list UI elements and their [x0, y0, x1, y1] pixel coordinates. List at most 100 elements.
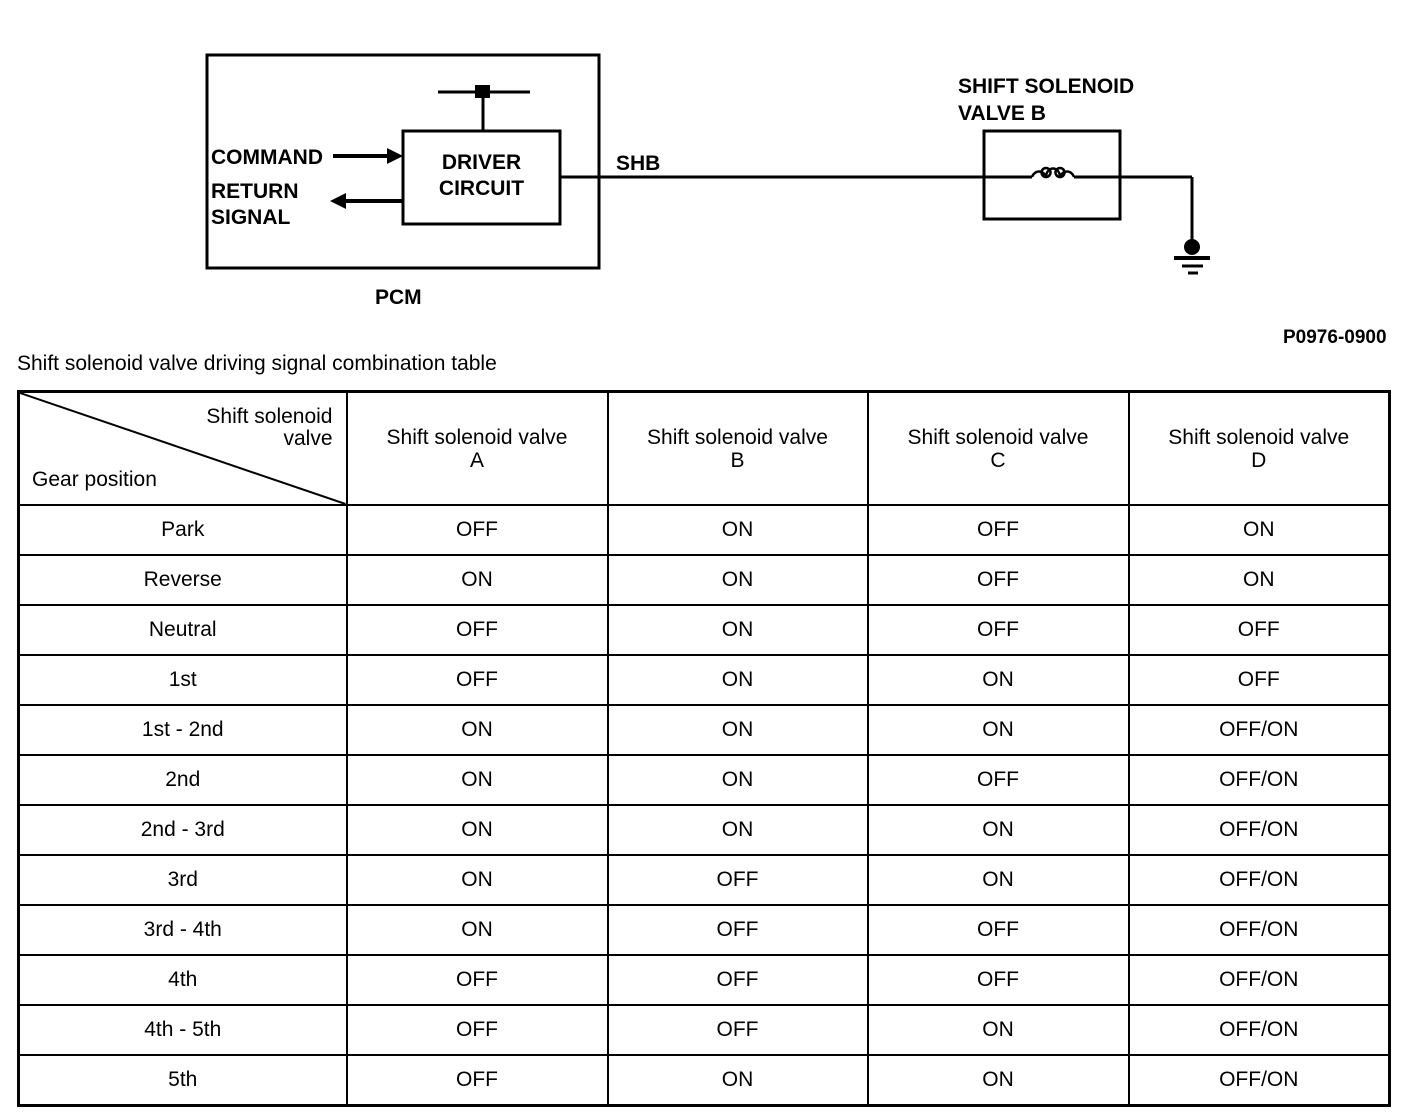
driver-circuit-label-line1: DRIVER [441, 151, 522, 174]
valve-d-state: OFF/ON [1127, 1054, 1391, 1106]
valve-d-state: ON [1127, 554, 1391, 606]
solenoid-coil-icon [1030, 166, 1076, 179]
gear-position-cell: 4th - 5th [17, 1004, 348, 1056]
valve-b-state: ON [606, 654, 869, 706]
valve-c-state: ON [866, 1004, 1130, 1056]
valve-a-state: OFF [345, 654, 609, 706]
pcm-label: PCM [375, 286, 422, 309]
valve-a-state: ON [345, 804, 609, 856]
gear-position-cell: 4th [17, 954, 348, 1006]
valve-b-state: OFF [606, 1004, 869, 1056]
valve-b-state: ON [606, 554, 869, 606]
table-row: 2nd - 3rd ON ON ON OFF/ON [17, 804, 1391, 856]
valve-b-state: ON [606, 1054, 869, 1106]
valve-c-state: ON [866, 704, 1130, 756]
valve-d-state: OFF/ON [1127, 704, 1391, 756]
valve-c-state: OFF [866, 754, 1130, 806]
solenoid-label-line1: SHIFT SOLENOID [958, 75, 1135, 98]
valve-a-state: OFF [345, 504, 609, 556]
valve-d-state: ON [1127, 504, 1391, 556]
valve-d-state: OFF [1127, 654, 1391, 706]
shb-wire [560, 175, 1194, 240]
shift-solenoid-valve-b-label: SHIFT SOLENOID VALVE B [958, 73, 1134, 127]
table-row: 2nd ON ON OFF OFF/ON [17, 754, 1391, 806]
table-row: 3rd ON OFF ON OFF/ON [17, 854, 1391, 906]
table-row: 4th OFF OFF OFF OFF/ON [17, 954, 1391, 1006]
valve-c-state: OFF [866, 504, 1130, 556]
gear-position-cell: 2nd [17, 754, 348, 806]
valve-a-state: OFF [345, 954, 609, 1006]
return-signal-arrow-icon [330, 193, 403, 209]
table-row: Reverse ON ON OFF ON [17, 554, 1391, 606]
valve-b-state: ON [606, 504, 869, 556]
valve-c-state: OFF [866, 604, 1130, 656]
table-row: 4th - 5th OFF OFF ON OFF/ON [17, 1004, 1391, 1056]
valve-b-state: ON [606, 754, 869, 806]
return-signal-label: RETURN SIGNAL [211, 179, 299, 231]
valve-d-state: OFF/ON [1127, 954, 1391, 1006]
gear-position-cell: Park [17, 504, 348, 556]
solenoid-valve-box [982, 129, 1122, 221]
corner-label-top-line2: valve [283, 427, 333, 450]
gear-position-cell: 5th [17, 1054, 348, 1106]
pcm-box [205, 53, 601, 270]
valve-a-state: OFF [345, 1004, 609, 1056]
column-header-text: Shift solenoid valve [907, 425, 1089, 449]
column-header-text: Shift solenoid valve [647, 425, 828, 449]
valve-d-state: OFF/ON [1127, 904, 1391, 956]
command-arrow-icon [333, 148, 403, 164]
table-row: Neutral OFF ON OFF OFF [17, 604, 1391, 656]
valve-b-state: ON [606, 804, 869, 856]
valve-a-state: ON [345, 854, 609, 906]
valve-c-state: ON [866, 1054, 1130, 1106]
valve-c-state: ON [866, 804, 1130, 856]
gear-position-cell: Reverse [17, 554, 348, 606]
valve-a-state: ON [345, 754, 609, 806]
diagonal-divider [20, 393, 345, 504]
solenoid-label-line2: VALVE B [958, 102, 1046, 125]
column-header-letter: C [990, 448, 1006, 472]
valve-c-state: OFF [866, 554, 1130, 606]
valve-c-state: OFF [866, 954, 1130, 1006]
table-row: 1st - 2nd ON ON ON OFF/ON [17, 704, 1391, 756]
gear-position-cell: 1st [17, 654, 348, 706]
valve-a-state: OFF [345, 604, 609, 656]
gear-position-cell: 3rd - 4th [17, 904, 348, 956]
driver-circuit-label-line2: CIRCUIT [438, 177, 525, 200]
column-header-letter: B [730, 448, 745, 472]
table-title: Shift solenoid valve driving signal comb… [17, 352, 497, 375]
valve-b-state: OFF [606, 954, 869, 1006]
column-header-letter: A [469, 448, 484, 472]
column-header-text: Shift solenoid valve [386, 425, 568, 449]
gear-position-cell: 1st - 2nd [17, 704, 348, 756]
valve-d-state: OFF/ON [1127, 1004, 1391, 1056]
valve-a-state: OFF [345, 1054, 609, 1106]
valve-d-state: OFF [1127, 604, 1391, 656]
return-label-line2: SIGNAL [211, 206, 291, 229]
valve-c-state: OFF [866, 904, 1130, 956]
valve-a-state: ON [345, 704, 609, 756]
return-label-line1: RETURN [211, 180, 299, 203]
table-row: 5th OFF ON ON OFF/ON [17, 1054, 1391, 1106]
driver-circuit-label: DRIVER CIRCUIT [403, 150, 560, 202]
table-row: 3rd - 4th ON OFF OFF OFF/ON [17, 904, 1391, 956]
command-label: COMMAND [211, 146, 323, 169]
valve-d-state: OFF/ON [1127, 754, 1391, 806]
valve-a-state: ON [345, 904, 609, 956]
power-supply-icon [438, 85, 530, 131]
table-row: 1st OFF ON ON OFF [17, 654, 1391, 706]
gear-position-cell: Neutral [17, 604, 348, 656]
ground-icon [1174, 239, 1210, 275]
valve-c-state: ON [866, 654, 1130, 706]
valve-b-state: OFF [606, 854, 869, 906]
valve-b-state: ON [606, 604, 869, 656]
corner-label-top-line1: Shift solenoid [206, 405, 333, 428]
